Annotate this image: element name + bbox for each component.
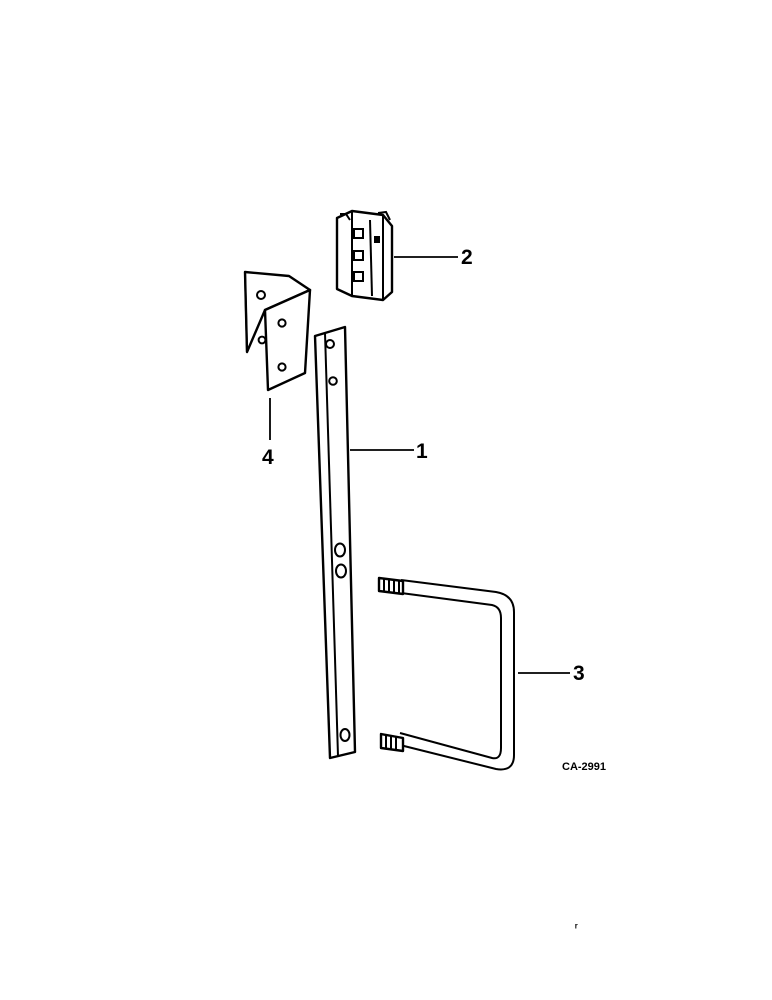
callout-3: 3 (573, 662, 585, 685)
part-4-angle-bracket (243, 270, 312, 392)
part-3-u-bolt (377, 576, 515, 771)
callout-1: 1 (416, 440, 428, 463)
callout-2: 2 (461, 246, 473, 269)
page-mark: ʳ (575, 922, 578, 934)
part-2-channel-clip (335, 209, 394, 302)
callout-4: 4 (262, 446, 274, 469)
drawing-code: CA-2991 (562, 761, 606, 773)
part-1-flat-bar (313, 325, 357, 760)
